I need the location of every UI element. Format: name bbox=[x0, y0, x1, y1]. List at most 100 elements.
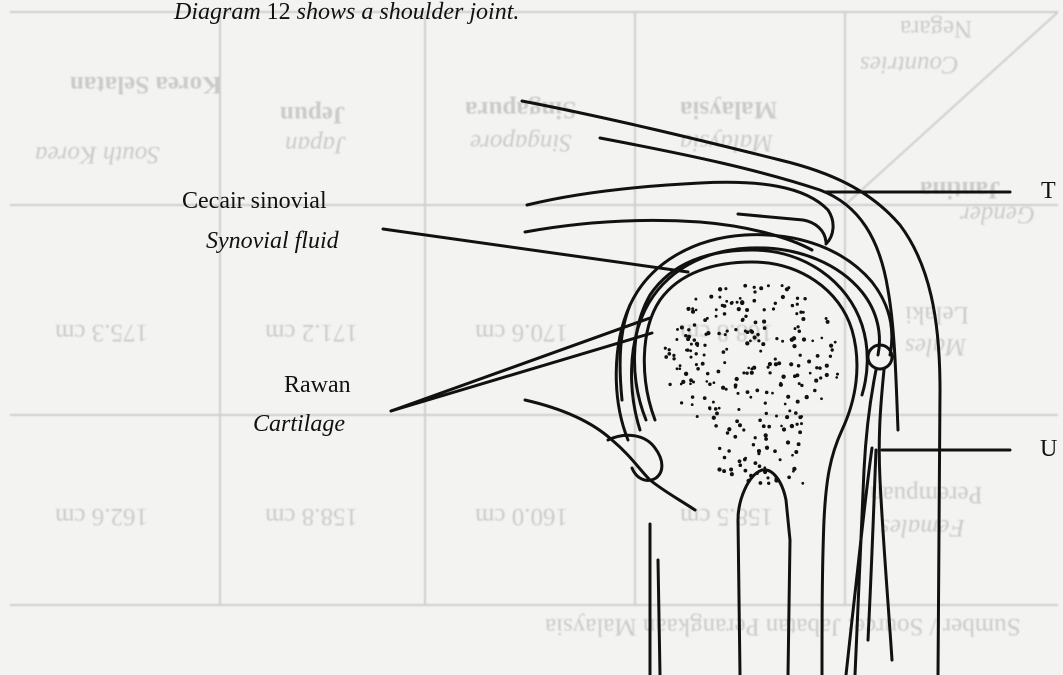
pointer-cartilage-upper bbox=[391, 318, 650, 411]
stipple-dot bbox=[691, 403, 694, 406]
stipple-dot bbox=[800, 384, 803, 387]
stipple-dot bbox=[829, 355, 832, 358]
stipple-dot bbox=[714, 424, 718, 428]
stipple-dot bbox=[755, 389, 759, 393]
stipple-dot bbox=[741, 319, 744, 322]
stipple-dot bbox=[785, 287, 789, 291]
stipple-dot bbox=[735, 377, 739, 381]
stipple-dot bbox=[718, 407, 721, 410]
stipple-dot bbox=[721, 386, 725, 390]
stipple-dot bbox=[675, 338, 678, 341]
stipple-dot bbox=[705, 380, 708, 383]
stipple-dot bbox=[704, 333, 707, 336]
stipple-dot bbox=[703, 396, 707, 400]
stipple-dot bbox=[763, 326, 767, 330]
stipple-dot bbox=[789, 362, 793, 366]
stipple-dot bbox=[718, 287, 722, 291]
stipple-dot bbox=[786, 440, 790, 444]
stipple-dot bbox=[772, 307, 775, 310]
stipple-dot bbox=[834, 341, 837, 344]
stipple-dot bbox=[820, 397, 823, 400]
stipple-dot bbox=[811, 339, 814, 342]
stipple-dot bbox=[737, 408, 740, 411]
stipple-dot bbox=[684, 372, 688, 376]
stipple-dot bbox=[739, 297, 742, 300]
stipple-dot bbox=[676, 328, 679, 331]
stipple-dot bbox=[725, 348, 728, 351]
stipple-dot bbox=[792, 344, 796, 348]
stipple-dot bbox=[774, 362, 778, 366]
stipple-dot bbox=[759, 286, 763, 290]
stipple-dot bbox=[725, 388, 728, 391]
stipple-dot bbox=[807, 359, 811, 363]
stipple-dot bbox=[691, 395, 694, 398]
scapula-lower-contour bbox=[525, 400, 695, 510]
stipple-dot bbox=[715, 308, 718, 311]
stipple-dot bbox=[829, 344, 833, 348]
stipple-dot bbox=[819, 376, 822, 379]
stipple-dot bbox=[676, 367, 679, 370]
stipple-dot bbox=[796, 325, 799, 328]
stipple-dot bbox=[835, 376, 838, 379]
stipple-dot bbox=[756, 472, 759, 475]
stipple-dot bbox=[763, 470, 767, 474]
stipple-dot bbox=[678, 367, 681, 370]
stipple-dot bbox=[781, 284, 784, 287]
stipple-dot bbox=[815, 366, 818, 369]
stipple-dot bbox=[753, 290, 756, 293]
label-t: T bbox=[1041, 176, 1056, 206]
stipple-dot bbox=[735, 419, 739, 423]
stipple-dot bbox=[758, 419, 762, 423]
stipple-dot bbox=[668, 383, 671, 386]
stipple-dot bbox=[781, 375, 785, 379]
stipple-dot bbox=[739, 463, 743, 467]
stipple-dot bbox=[765, 391, 769, 395]
stipple-dot bbox=[701, 362, 705, 366]
stipple-dot bbox=[800, 422, 803, 425]
stipple-dot bbox=[745, 308, 749, 312]
stipple-dot bbox=[798, 430, 802, 434]
stipple-dot bbox=[785, 415, 789, 419]
stipple-dot bbox=[805, 395, 809, 399]
stipple-dot bbox=[787, 475, 791, 479]
stipple-dot bbox=[706, 317, 709, 320]
stipple-dot bbox=[740, 300, 744, 304]
stipple-dot bbox=[818, 366, 822, 370]
stipple-dot bbox=[774, 302, 777, 305]
stipple-dot bbox=[746, 390, 750, 394]
stipple-dot bbox=[744, 315, 747, 318]
stipple-dot bbox=[690, 343, 693, 346]
stipple-dot bbox=[722, 350, 726, 354]
stipple-dot bbox=[820, 337, 823, 340]
stipple-dot bbox=[761, 342, 765, 346]
stipple-dot bbox=[734, 328, 737, 331]
stipple-dot bbox=[695, 352, 698, 355]
stipple-dot bbox=[758, 464, 762, 468]
stipple-dot bbox=[774, 358, 777, 361]
stipple-dot bbox=[825, 373, 829, 377]
stipple-dot bbox=[744, 330, 747, 333]
label-cartilage-ms: Rawan bbox=[284, 370, 351, 400]
stipple-dot bbox=[771, 392, 774, 395]
stipple-dot bbox=[766, 476, 769, 479]
stipple-dot bbox=[691, 307, 694, 310]
stipple-dot bbox=[725, 300, 728, 303]
spongy-bone-stipple bbox=[664, 284, 839, 485]
stipple-dot bbox=[814, 379, 818, 383]
stipple-dot bbox=[799, 354, 802, 357]
stipple-dot bbox=[794, 411, 798, 415]
stipple-dot bbox=[672, 354, 675, 357]
stipple-dot bbox=[767, 425, 771, 429]
stipple-dot bbox=[709, 295, 713, 299]
stipple-dot bbox=[757, 452, 760, 455]
stipple-dot bbox=[790, 424, 794, 428]
stipple-dot bbox=[793, 374, 797, 378]
stipple-dot bbox=[825, 364, 829, 368]
stipple-dot bbox=[765, 412, 768, 415]
stipple-dot bbox=[752, 299, 756, 303]
stipple-dot bbox=[712, 401, 715, 404]
stipple-dot bbox=[742, 371, 745, 374]
humeral-head-cartilage bbox=[634, 250, 867, 420]
stipple-dot bbox=[762, 320, 766, 324]
stipple-dot bbox=[759, 350, 762, 353]
